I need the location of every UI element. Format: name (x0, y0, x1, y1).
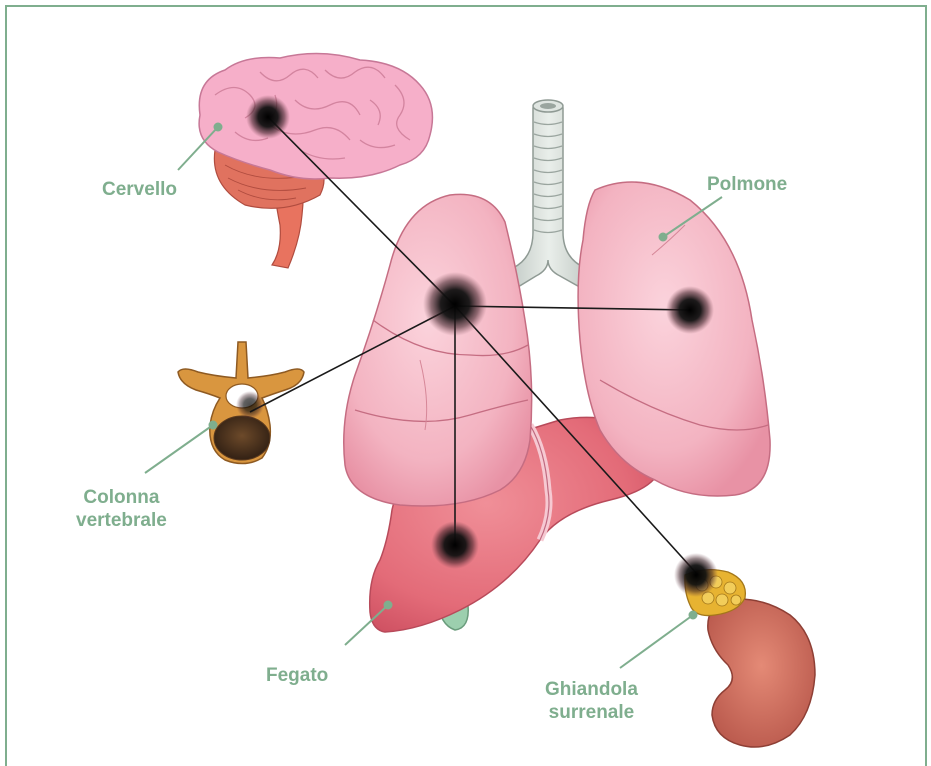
label-spine-line2: vertebrale (76, 509, 167, 532)
label-spine: Colonna vertebrale (76, 486, 167, 532)
brain-icon (199, 53, 432, 268)
label-lung: Polmone (707, 173, 787, 196)
label-spine-line1: Colonna (76, 486, 167, 509)
label-liver: Fegato (266, 664, 328, 687)
label-adrenal-line1: Ghiandola (545, 678, 638, 701)
label-adrenal-line2: surrenale (545, 701, 638, 724)
label-brain: Cervello (102, 178, 177, 201)
label-adrenal: Ghiandola surrenale (545, 678, 638, 724)
kidney-icon (708, 599, 815, 747)
